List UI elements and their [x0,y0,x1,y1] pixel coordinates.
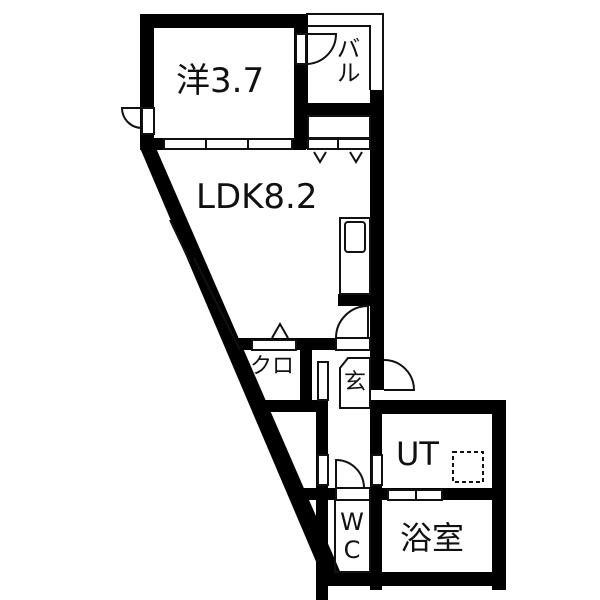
wall [370,90,384,390]
room-label-entrance: 玄 [344,370,367,395]
room-label-utility: UT [396,435,439,473]
room-label-toilet: WC [338,508,366,564]
wall [326,572,506,586]
door-swing [305,33,338,65]
room-label-ldk: LDK8.2 [196,177,318,217]
washer-pan-icon [452,451,484,483]
room-label-closet: クロ [250,354,295,379]
wall [306,103,374,116]
diagonal-wall [140,148,346,585]
room-label-bathroom: 浴室 [400,519,465,557]
wall [296,488,336,500]
wall [370,400,505,414]
wall [338,294,374,306]
door-swing [120,107,143,129]
room-label-western: 洋3.7 [176,61,265,101]
wall [300,338,312,408]
balcony-outline [306,25,371,90]
wall [140,14,306,28]
room-label-balcony: バル [332,36,360,84]
wall [262,400,322,412]
balcony-outline [306,13,384,90]
